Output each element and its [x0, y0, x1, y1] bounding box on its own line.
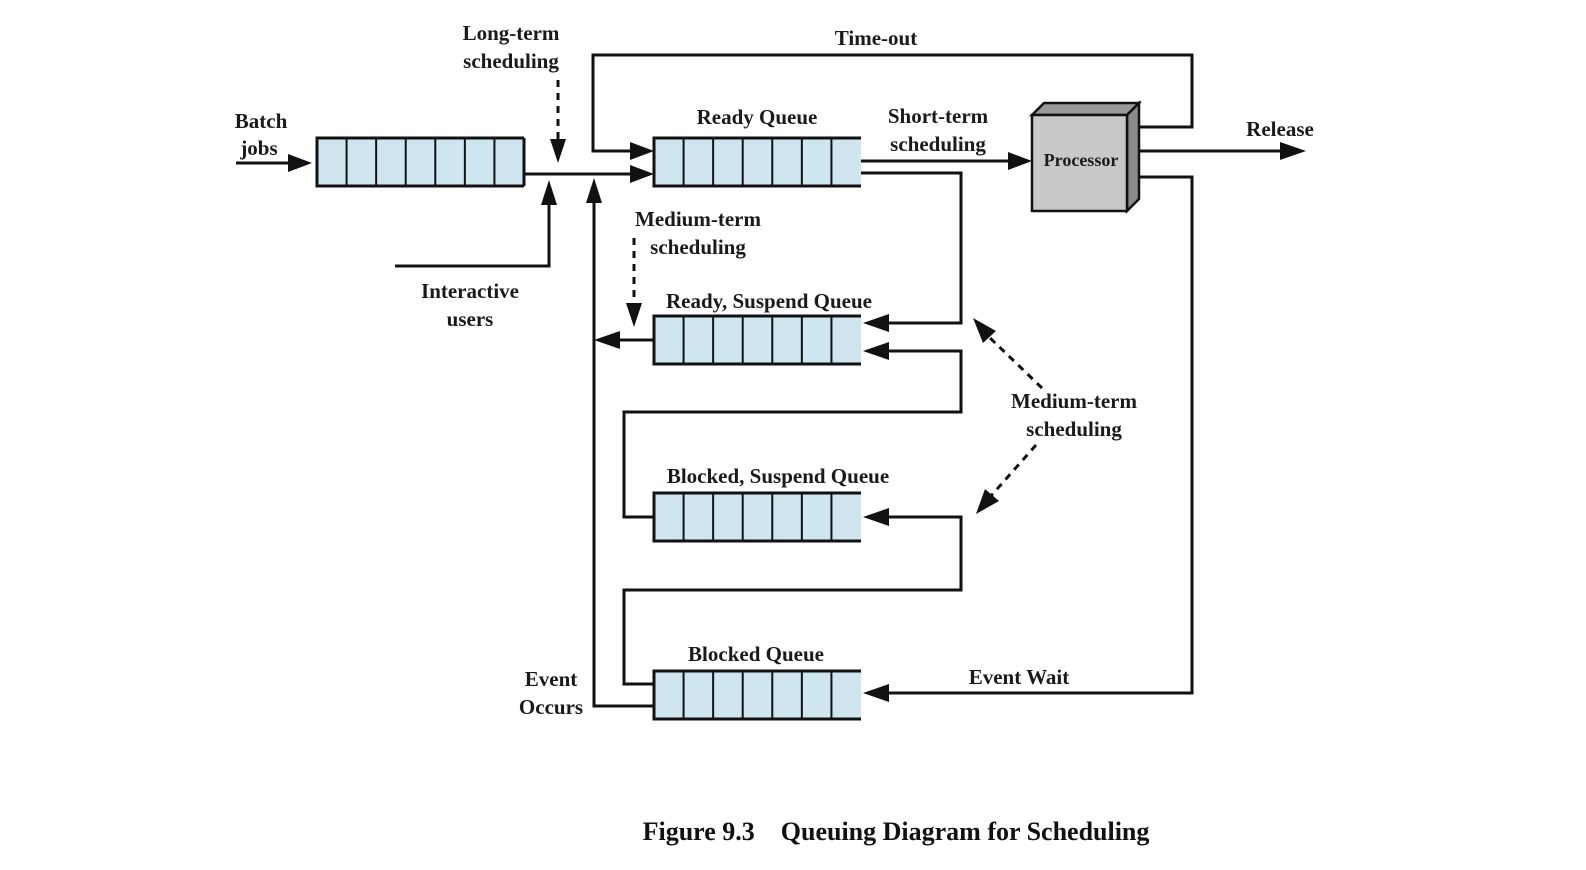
long-term-label-line1: Long-term: [463, 21, 560, 45]
blocked-suspend-to-ready-suspend-arrowhead: [863, 342, 889, 360]
processor: Processor: [1028, 99, 1143, 215]
batch-queue: [315, 136, 526, 188]
event-occurs-arrowhead: [586, 178, 602, 203]
event-wait-arrowhead: [863, 684, 889, 702]
blocked-suspend-to-ready-suspend-line: [622, 349, 963, 519]
ready-suspend-exit-arrowhead: [594, 331, 620, 349]
blocked-suspend-queue: [652, 491, 861, 543]
interactive-users-label-line1: Interactive: [421, 279, 519, 303]
interactive-users-line: [395, 200, 551, 268]
blocked-suspend-queue-label: Blocked, Suspend Queue: [667, 464, 889, 488]
interactive-users-label-line2: users: [447, 307, 494, 331]
queue-body: [654, 671, 861, 719]
queue-body: [654, 493, 861, 541]
batch-jobs-label-line1: Batch: [235, 109, 288, 133]
queue-border: [652, 669, 861, 721]
queue-border: [652, 136, 861, 188]
ready-suspend-queue-label: Ready, Suspend Queue: [666, 289, 872, 313]
event-occurs-label-line2: Occurs: [519, 695, 583, 719]
queue-border: [315, 136, 524, 188]
processor-label: Processor: [1044, 150, 1119, 170]
long-term-arrowhead: [550, 139, 566, 163]
event-occurs-label-line1: Event: [525, 667, 578, 691]
queue-body: [654, 138, 861, 186]
queue-body: [654, 316, 861, 364]
medium-term-right-label-line1: Medium-term: [1011, 389, 1137, 413]
time-out-line: [591, 53, 1194, 153]
ready-queue-label: Ready Queue: [697, 105, 818, 129]
processor-side-face: [1125, 99, 1141, 215]
short-term-arrowhead: [1008, 152, 1032, 170]
processor-top-face: [1028, 101, 1143, 117]
ready-suspend-queue: [652, 314, 861, 366]
blocked-queue-label: Blocked Queue: [688, 642, 824, 666]
medium-term-right-label-line2: scheduling: [1026, 417, 1122, 441]
batch-to-ready-arrowhead: [630, 165, 654, 183]
event-occurs-line: [592, 200, 654, 708]
release-label: Release: [1246, 117, 1314, 141]
event-wait-label: Event Wait: [969, 665, 1070, 689]
batch-jobs-label-line2: jobs: [239, 136, 277, 160]
batch-jobs-arrowhead: [288, 154, 312, 172]
time-out-label: Time-out: [835, 26, 917, 50]
long-term-label-line2: scheduling: [463, 49, 559, 73]
medium-term-left-label-line1: Medium-term: [635, 207, 761, 231]
blocked-to-blocked-suspend-line: [622, 515, 963, 686]
release-arrowhead: [1280, 142, 1306, 160]
queue-body: [317, 138, 524, 186]
medium-term-left-arrowhead: [626, 303, 642, 327]
time-out-arrowhead: [630, 142, 654, 160]
medium-term-right-upper-arrowhead: [973, 318, 996, 343]
figure-caption: Figure 9.3 Queuing Diagram for Schedulin…: [643, 817, 1150, 846]
blocked-queue: [652, 669, 861, 721]
short-term-label-line2: scheduling: [890, 132, 986, 156]
medium-term-left-label-line2: scheduling: [650, 235, 746, 259]
ready-queue: [652, 136, 861, 188]
ready-to-ready-suspend-line: [861, 171, 963, 325]
blocked-to-blocked-suspend-arrowhead: [863, 508, 889, 526]
medium-term-right-upper-dashed-line: [986, 334, 1044, 390]
short-term-label-line1: Short-term: [888, 104, 989, 128]
ready-to-ready-suspend-arrowhead: [863, 314, 889, 332]
interactive-users-arrowhead: [541, 180, 557, 205]
event-wait-line: [885, 175, 1194, 695]
medium-term-right-lower-arrowhead: [976, 489, 999, 514]
medium-term-right-lower-dashed-line: [988, 444, 1038, 498]
processor-front-face: [1030, 113, 1129, 213]
